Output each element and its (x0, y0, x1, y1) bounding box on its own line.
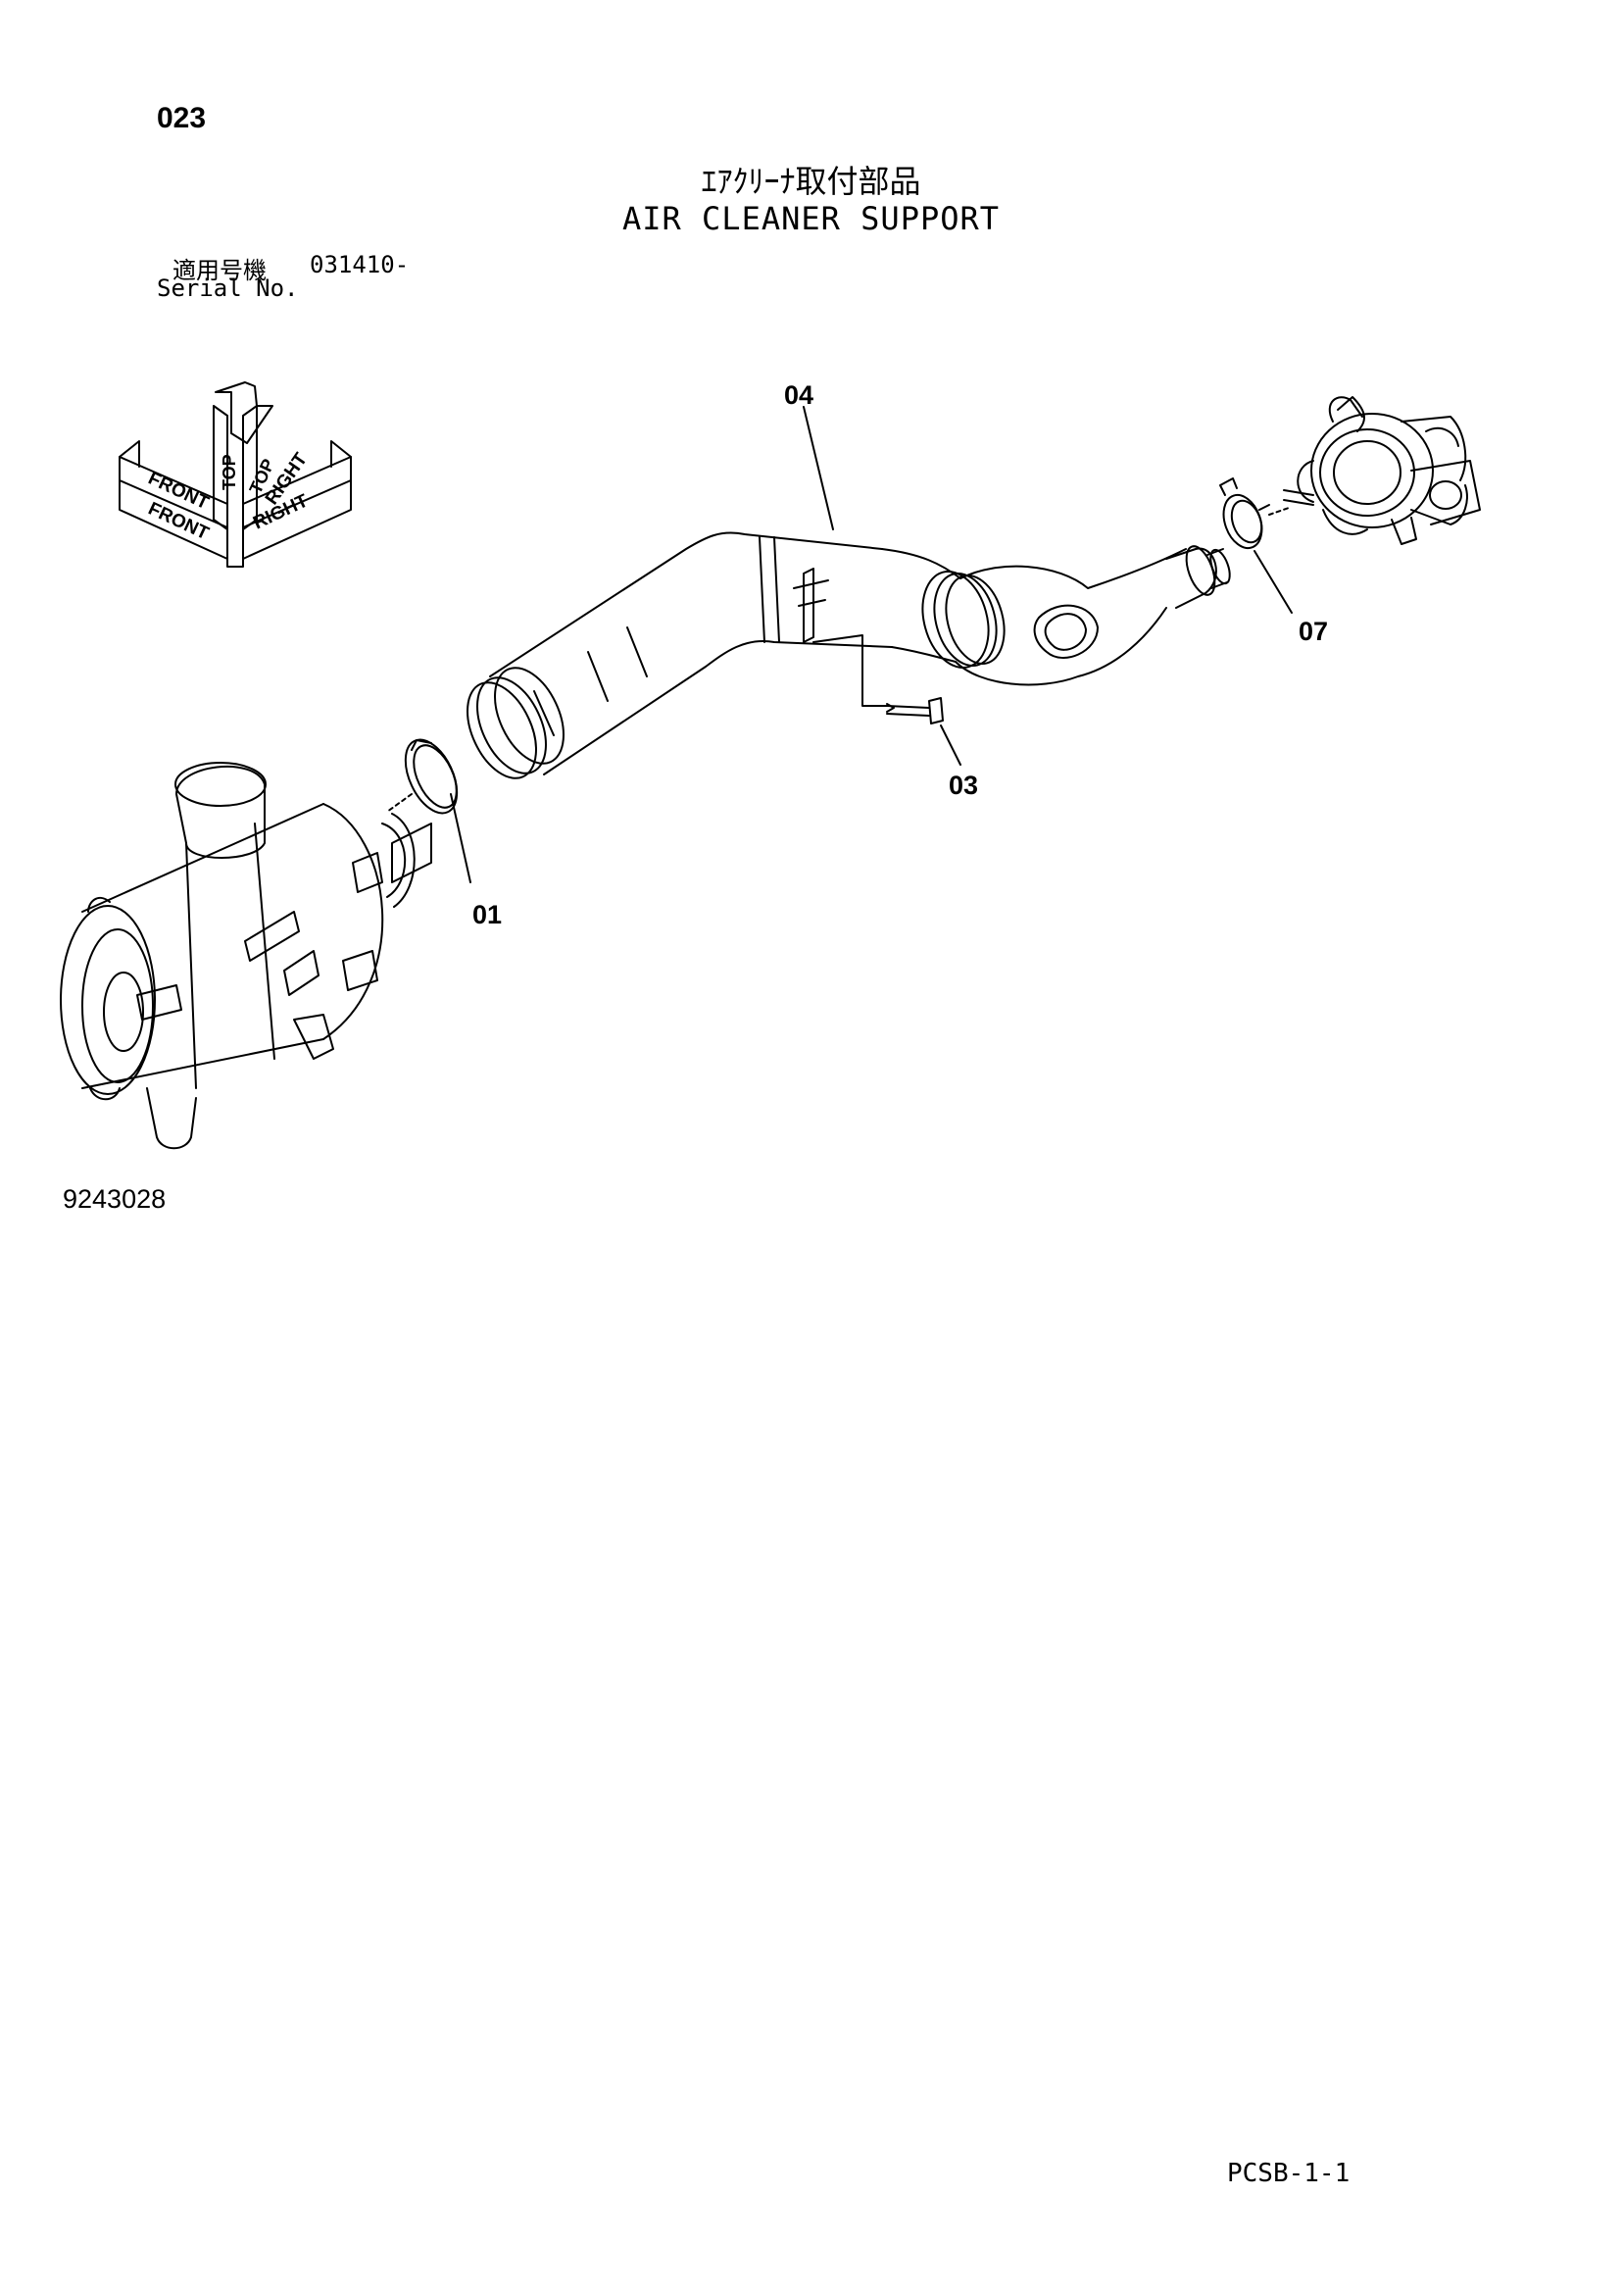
air-cleaner-assembly (60, 762, 432, 1150)
callout-07: 07 (1299, 617, 1328, 646)
leader-line-03 (940, 724, 961, 766)
serial-label: Serial No. (157, 275, 299, 302)
callout-03: 03 (949, 771, 978, 800)
leader-line-04 (803, 406, 834, 530)
hose-clamp-01 (404, 738, 459, 815)
sheet-code: PCSB-1-1 (1227, 2159, 1351, 2188)
orientation-top-label: TOP (220, 454, 239, 490)
bolt-03 (793, 568, 944, 724)
hose-clamp-07 (1219, 477, 1270, 550)
serial-label-japanese: 適用号機 (172, 257, 267, 284)
page-title-japanese: ｴｱｸﾘｰﾅ取付部品 (701, 163, 921, 200)
centerline-07 (1268, 507, 1290, 516)
orientation-indicator (119, 381, 352, 568)
intake-duct-04 (467, 531, 1231, 779)
front-arrow-icon (119, 456, 228, 528)
leader-line-07 (1253, 550, 1293, 614)
leader-line-01 (450, 793, 471, 883)
turbocharger-assembly (1283, 396, 1481, 545)
centerline-01 (386, 793, 413, 813)
callout-01: 01 (472, 900, 502, 929)
page-title: AIR CLEANER SUPPORT (621, 200, 1001, 237)
callout-04: 04 (784, 380, 813, 410)
page-number: 023 (157, 102, 207, 134)
serial-number-value: 031410- (310, 251, 410, 278)
drawing-number: 9243028 (63, 1184, 167, 1214)
